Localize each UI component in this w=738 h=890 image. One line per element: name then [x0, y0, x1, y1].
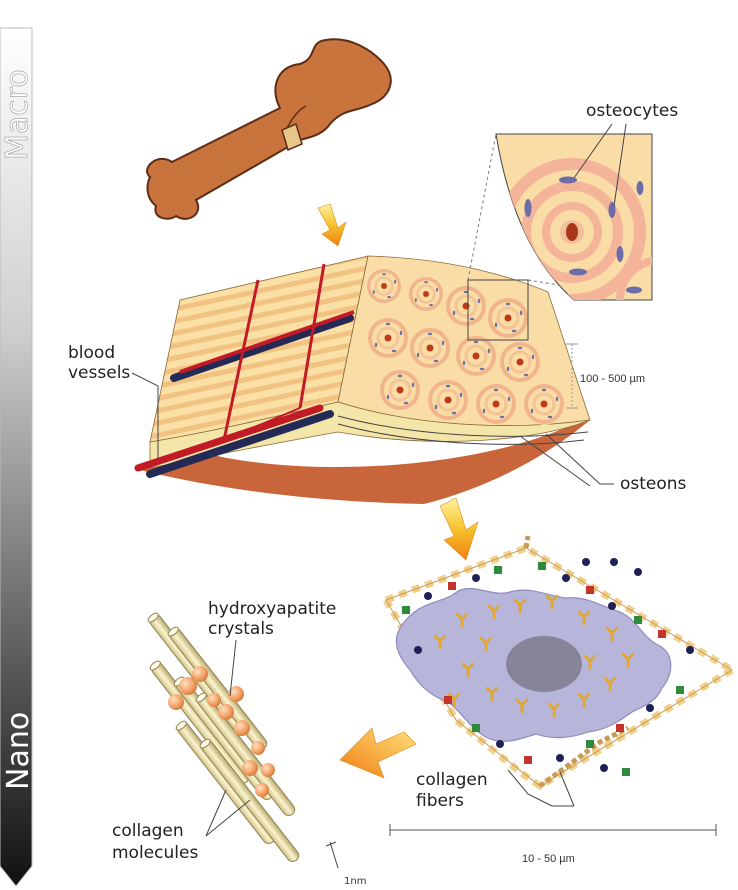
collagen-molecules-label-2: molecules: [112, 843, 198, 863]
molecule-size-range: 1nm: [344, 876, 366, 887]
hydroxyapatite-label-2: crystals: [208, 619, 274, 639]
zoom-arrow-1: [318, 204, 346, 246]
svg-text:blood: blood: [68, 343, 115, 363]
blood-vessels-label: blood vessels: [68, 343, 158, 458]
scale-bar: Macro Nano: [0, 28, 36, 886]
zoom-arrow-2: [440, 498, 478, 560]
osteocyte-cell: collagen fibers 10 - 50 µm: [386, 536, 732, 865]
zoom-arrow-3: [340, 728, 416, 778]
scale-bar-top-label: Macro: [0, 69, 35, 160]
scale-bar-bottom-label: Nano: [1, 712, 36, 790]
collagen-molecules: hydroxyapatite crystals collagen molecul…: [112, 599, 366, 887]
cell-size-range: 10 - 50 µm: [522, 853, 575, 865]
collagen-molecules-label-1: collagen: [112, 821, 184, 841]
svg-text:100 - 500 µm: 100 - 500 µm: [580, 373, 645, 385]
hydroxyapatite-label-1: hydroxyapatite: [208, 599, 336, 619]
svg-text:osteons: osteons: [620, 474, 687, 494]
osteocytes-label: osteocytes: [586, 101, 678, 121]
compact-bone-block: [138, 256, 590, 504]
femur-bone-illustration: [147, 39, 391, 219]
svg-text:vessels: vessels: [68, 363, 130, 383]
collagen-fibers-label-2: fibers: [416, 791, 464, 811]
collagen-fibers-label-1: collagen: [416, 770, 488, 790]
